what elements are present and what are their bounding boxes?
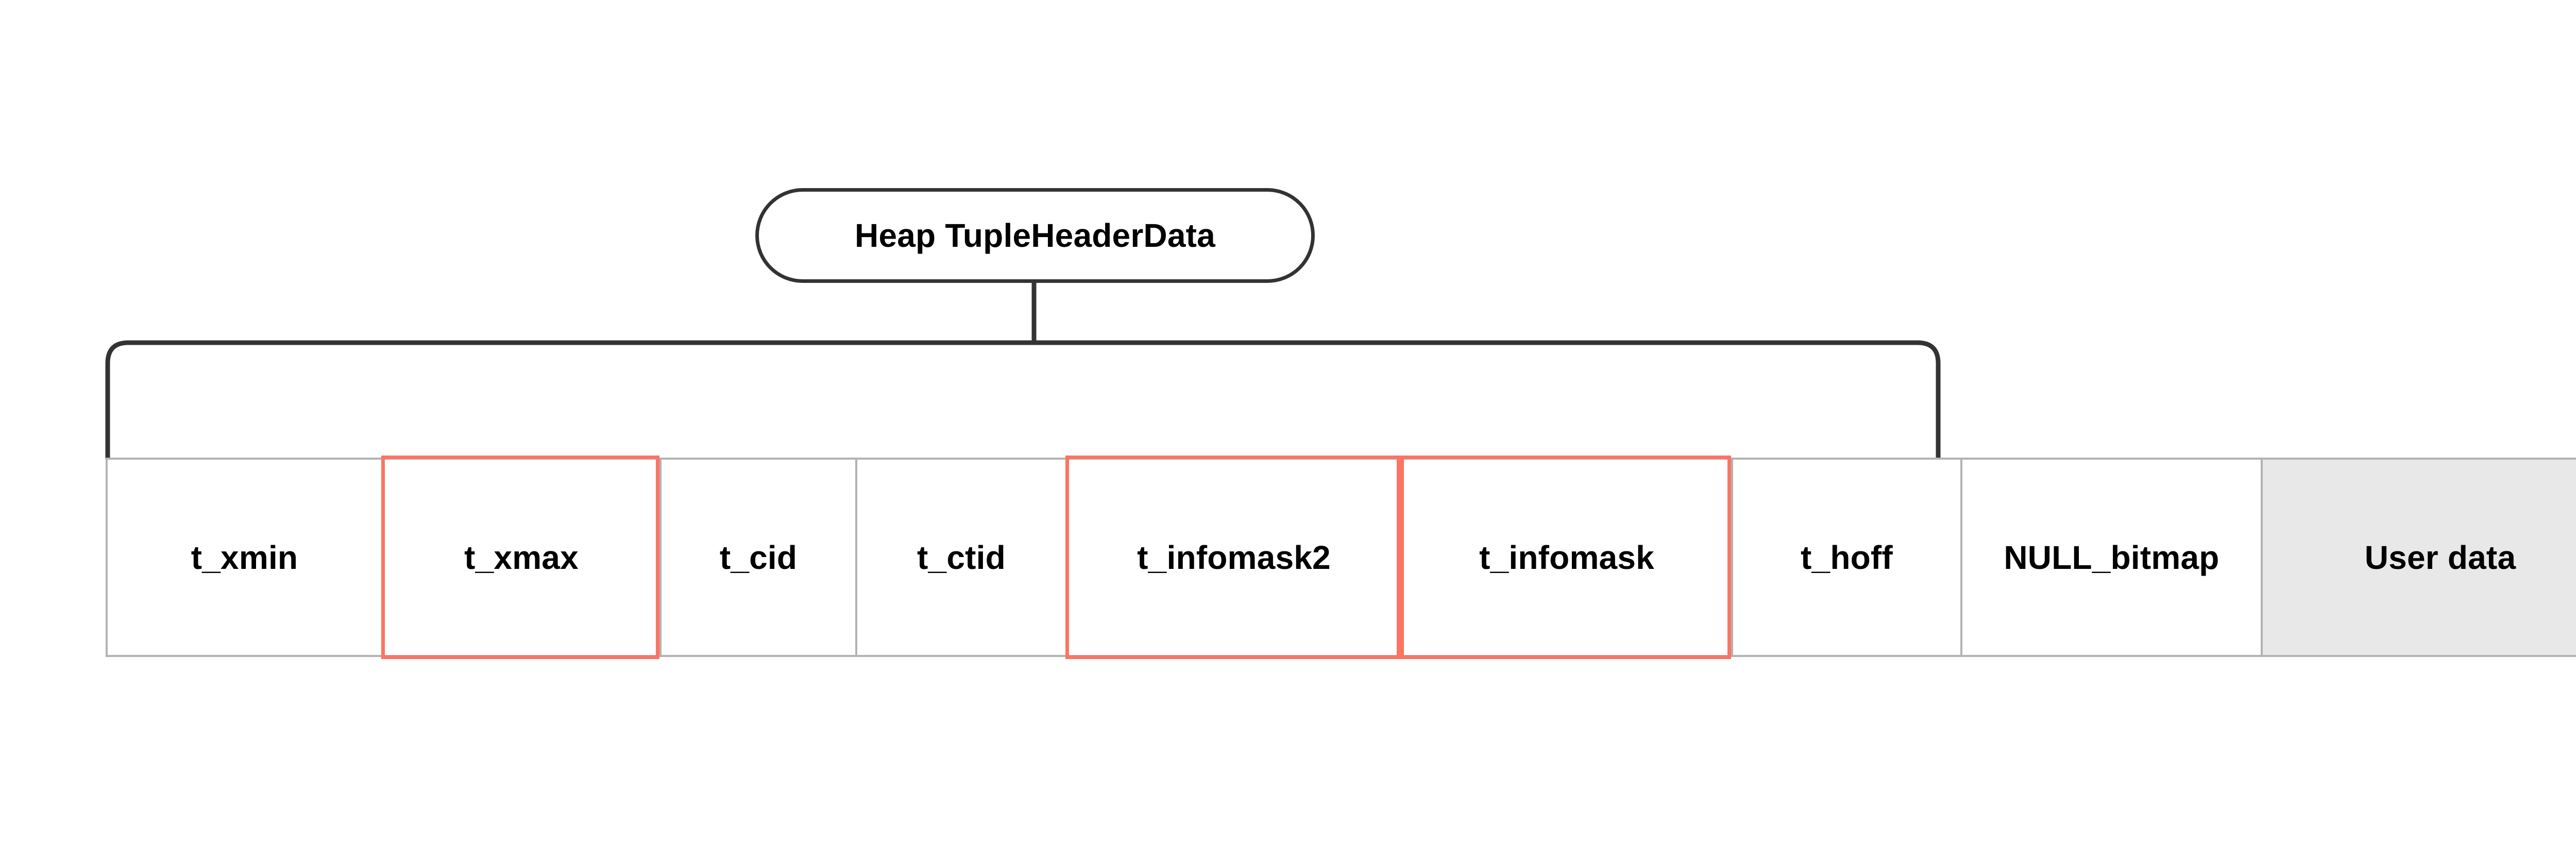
field-label-t-cid: t_cid xyxy=(719,538,798,576)
field-cell-t-xmin[interactable]: t_xmin xyxy=(108,460,383,655)
field-label-t-xmax: t_xmax xyxy=(464,538,579,576)
field-cell-null-bitmap[interactable]: NULL_bitmap xyxy=(1962,460,2263,655)
field-cell-t-hoff[interactable]: t_hoff xyxy=(1733,460,1962,655)
field-cell-user-data[interactable]: User data xyxy=(2263,460,2576,655)
tuple-field-row: t_xmin t_xmax t_cid t_ctid t_infomask2 t… xyxy=(106,458,2576,657)
field-label-t-xmin: t_xmin xyxy=(191,538,298,576)
field-label-user-data: User data xyxy=(2364,538,2516,576)
field-cell-t-infomask[interactable]: t_infomask xyxy=(1402,460,1733,655)
bracket-path xyxy=(105,340,1941,459)
field-cell-t-cid[interactable]: t_cid xyxy=(662,460,857,655)
field-label-t-hoff: t_hoff xyxy=(1801,538,1893,576)
field-label-t-infomask: t_infomask xyxy=(1479,538,1654,576)
field-label-t-ctid: t_ctid xyxy=(917,538,1006,576)
heap-tuple-header-label-box: Heap TupleHeaderData xyxy=(755,188,1315,283)
field-cell-t-infomask2[interactable]: t_infomask2 xyxy=(1067,460,1402,655)
heap-tuple-header-label-text: Heap TupleHeaderData xyxy=(855,217,1215,254)
field-label-t-infomask2: t_infomask2 xyxy=(1137,538,1331,576)
field-cell-t-ctid[interactable]: t_ctid xyxy=(857,460,1067,655)
field-cell-t-xmax[interactable]: t_xmax xyxy=(383,460,662,655)
field-label-null-bitmap: NULL_bitmap xyxy=(2004,538,2219,576)
